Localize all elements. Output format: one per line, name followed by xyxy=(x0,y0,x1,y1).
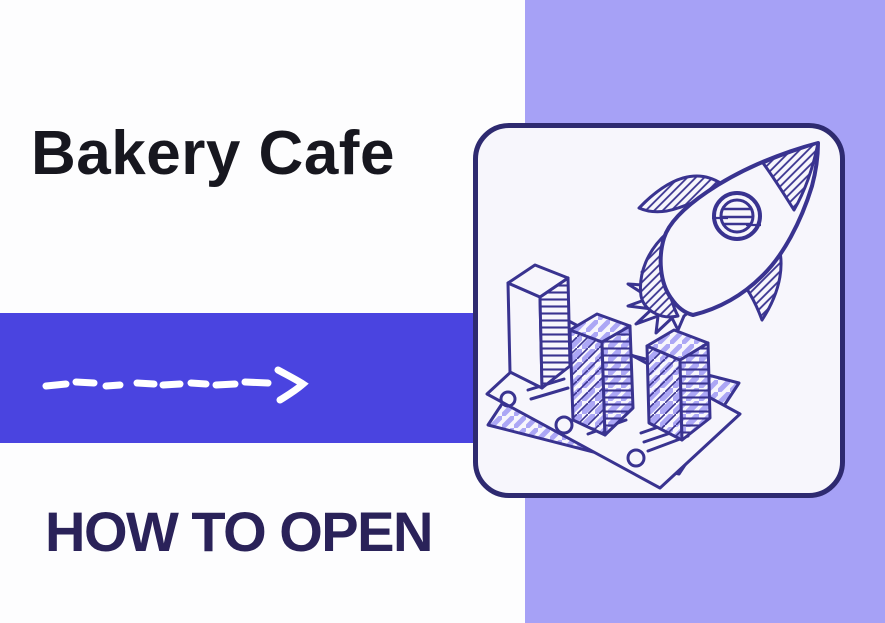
paper-bullet xyxy=(554,415,574,435)
bar-tall xyxy=(506,263,572,390)
dashed-arrow-icon xyxy=(42,366,309,404)
paper-bullet xyxy=(499,390,517,408)
rocket-growth-illustration xyxy=(485,141,820,490)
illustration-card xyxy=(473,123,845,498)
paper-bullet xyxy=(626,448,646,468)
rocket-window xyxy=(712,191,762,241)
bar-short xyxy=(645,328,712,442)
rocket xyxy=(637,141,820,322)
page-title: Bakery Cafe xyxy=(31,119,395,188)
subtitle: HOW TO OPEN xyxy=(45,500,433,563)
accent-band xyxy=(0,313,478,443)
bar-medium xyxy=(568,312,635,437)
bar-chart-bars xyxy=(506,263,712,442)
